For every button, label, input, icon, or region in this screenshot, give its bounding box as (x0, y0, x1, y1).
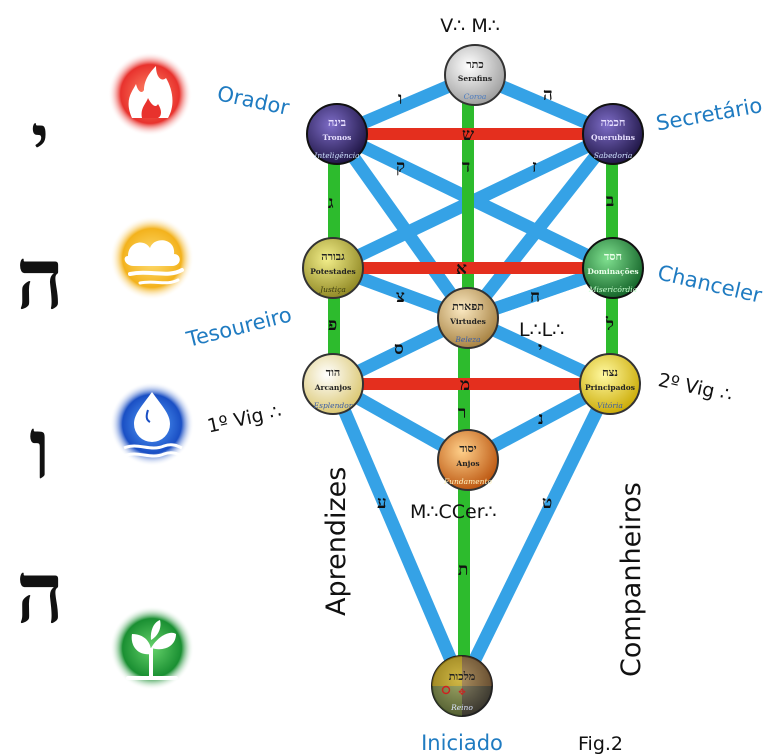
path-letters-layer: ו ה ש ד ק ז ג ב א צ ח ל י פ ס מ ר נ ט ע … (328, 85, 614, 580)
sephira-inteligencia: בינה Tronos Inteligência (306, 103, 368, 165)
path-letter: ע (377, 493, 387, 513)
master-of-ceremonies-label: M∴CCer∴ (410, 501, 497, 523)
path-letter: ד (462, 157, 470, 177)
air-icon (110, 216, 194, 300)
path-letter: ח (530, 287, 540, 307)
sephira-attribute: Beleza (454, 335, 480, 344)
sephira-coroa: כתר Serafins Coroa (444, 44, 506, 106)
path-letter: ה (543, 85, 553, 105)
sephira-vitoria: נצח Principados Vitória (579, 353, 641, 415)
path-letter: ש (462, 125, 474, 145)
sephira-sabedoria: חכמה Querubins Sabedoria (582, 103, 644, 165)
tesoureiro-label: Tesoureiro (183, 302, 294, 351)
sephira-name: Dominações (587, 267, 638, 276)
sephira-name: Tronos (323, 133, 352, 142)
path-letter: ק (396, 157, 405, 177)
figure-label: Fig.2 (578, 733, 623, 754)
aprendizes-label: Aprendizes (321, 467, 352, 616)
sephira-hebrew: הוד (326, 366, 340, 379)
sephira-misericordia: חסד Dominações Misericórdia (582, 237, 644, 299)
sephira-name: Querubins (591, 133, 635, 142)
sephira-name: Anjos (455, 459, 479, 468)
path-letter: א (456, 259, 467, 279)
sephira-hebrew: נצח (602, 366, 618, 379)
sephira-attribute: Coroa (464, 92, 487, 101)
vav-letter: ו (29, 399, 51, 498)
ll-label: L∴L∴ (519, 319, 564, 341)
chanceler-label: Chanceler (655, 260, 764, 307)
sephira-attribute: Misericórdia (588, 285, 637, 294)
path-letter: ת (458, 560, 468, 580)
sephira-justica: גבורה Potestades Justiça (302, 237, 364, 299)
path-letter: ט (542, 493, 552, 513)
companheiros-label: Companheiros (616, 482, 647, 677)
path-inteligencia-beleza (331, 130, 474, 322)
second-warden-label: 2º Vig ∴ (656, 369, 734, 406)
sephira-esplendor: הוד Arcanjos Esplendor (302, 353, 364, 415)
path-letter: ס (394, 339, 404, 359)
sephira-hebrew: יסוד (459, 442, 476, 455)
tetragrammaton: י ה ו ה (16, 100, 64, 642)
sephira-name: Arcanjos (314, 383, 352, 392)
path-esplendor-reino (327, 381, 468, 689)
sephira-beleza: תפארת Virtudes Beleza (437, 287, 499, 349)
earth-icon (110, 606, 194, 690)
path-letter: ז (532, 157, 537, 177)
fire-icon (108, 52, 192, 136)
path-letter: ל (605, 315, 614, 335)
iniciado-label: Iniciado (421, 731, 503, 754)
first-warden-label: 1º Vig ∴ (205, 400, 283, 437)
sephira-hebrew: בינה (328, 116, 346, 129)
orador-label: Orador (215, 81, 292, 120)
path-letter: ג (328, 193, 334, 213)
sephira-hebrew: מלכות (449, 670, 476, 683)
path-letter: צ (396, 287, 405, 307)
paths-layer (327, 69, 619, 689)
sephira-hebrew: חכמה (601, 116, 626, 129)
yod-letter: י (31, 100, 49, 180)
sephira-hebrew: גבורה (321, 250, 345, 263)
sephira-fundamento: יסוד Anjos Fundamento (437, 429, 499, 491)
sephira-reino: מלכות ✥ Reino (431, 655, 493, 717)
sephira-attribute: Inteligência (313, 151, 359, 160)
sephira-attribute: Reino (450, 703, 473, 712)
secretario-label: Secretário (654, 93, 764, 135)
path-letter: מ (460, 375, 470, 395)
path-letter: נ (538, 409, 544, 429)
he-final-letter: ה (16, 543, 64, 642)
path-letter: ו (398, 89, 402, 109)
he-letter: ה (16, 229, 64, 328)
sephira-attribute: Esplendor (313, 401, 353, 410)
sephira-hebrew: חסד (604, 250, 622, 263)
path-letter: י (538, 339, 542, 359)
venerable-master-label: V∴ M∴ (440, 15, 500, 37)
path-letter: פ (328, 315, 337, 335)
water-icon (110, 382, 194, 466)
path-letter: ר (458, 403, 466, 423)
sephira-attribute: Fundamento (443, 477, 493, 486)
sephira-attribute: Sabedoria (594, 151, 633, 160)
sephira-attribute: Justiça (318, 285, 346, 294)
svg-text:✥: ✥ (458, 688, 466, 698)
sephira-name: Serafins (458, 74, 492, 83)
sephira-name: Virtudes (449, 317, 486, 326)
sephira-hebrew: תפארת (452, 300, 484, 313)
path-letter: ב (606, 191, 614, 211)
path-vitoria-reino (456, 381, 616, 689)
sephiroth-layer: כתר Serafins Coroa בינה Tronos Inteligên… (302, 44, 644, 717)
sephira-name: Principados (585, 383, 635, 392)
sephira-attribute: Vitória (597, 401, 623, 410)
sephira-name: Potestades (310, 267, 355, 276)
sephira-hebrew: כתר (466, 58, 484, 71)
